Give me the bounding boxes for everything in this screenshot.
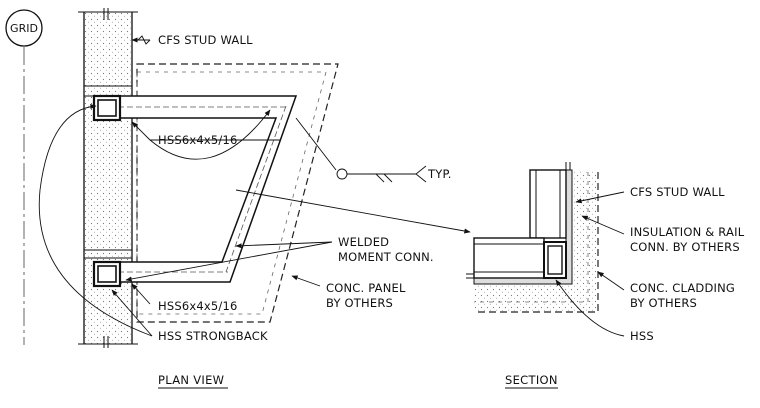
hss-frame	[117, 95, 298, 283]
label-insulation-1: INSULATION & RAIL	[630, 225, 745, 239]
label-conc-panel-2: BY OTHERS	[326, 296, 393, 310]
label-hss-strongback: HSS STRONGBACK	[158, 329, 268, 343]
label-welded-1: WELDED	[338, 235, 389, 249]
plan-view	[78, 8, 339, 348]
section-view	[466, 162, 599, 313]
label-typ: TYP.	[427, 167, 452, 181]
label-hss-bottom: HSS6x4x5/16	[158, 299, 238, 313]
label-cfs-stud-wall-section: CFS STUD WALL	[630, 185, 725, 199]
label-hss-section: HSS	[630, 329, 654, 343]
conc-panel-inner	[136, 71, 327, 315]
stud-wall-fill	[84, 12, 132, 344]
label-cfs-stud-wall-plan: CFS STUD WALL	[158, 33, 253, 47]
label-cladding-1: CONC. CLADDING	[630, 281, 735, 295]
label-conc-panel-1: CONC. PANEL	[326, 281, 406, 295]
grid-bubble: GRID	[5, 9, 43, 47]
label-cladding-2: BY OTHERS	[630, 296, 697, 310]
label-insulation-2: CONN. BY OTHERS	[630, 240, 740, 254]
grid-bubble-label: GRID	[10, 22, 38, 35]
leaders	[38, 35, 625, 337]
hss-strongback-top	[92, 94, 122, 122]
title-plan-view: PLAN VIEW	[158, 373, 224, 387]
hss-strongback-bottom	[92, 260, 122, 288]
label-hss-top: HSS6x4x5/16	[158, 133, 238, 147]
title-section: SECTION	[505, 373, 558, 387]
label-welded-2: MOMENT CONN.	[338, 250, 434, 264]
